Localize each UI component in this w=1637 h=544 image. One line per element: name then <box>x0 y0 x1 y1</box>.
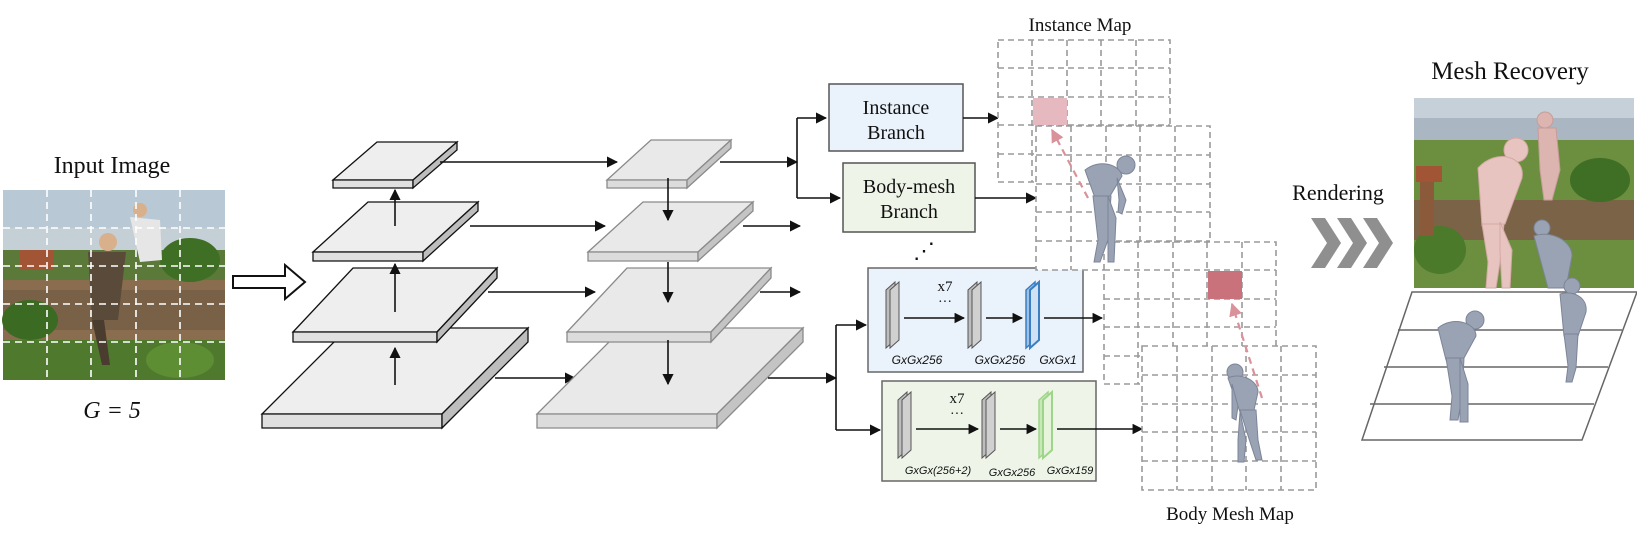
lateral-arrows <box>440 156 619 384</box>
mesh-head-detail: x7 ··· GxGx(256+2) GxGx256 GxGx159 <box>881 380 1144 482</box>
rendered-human-pink <box>1477 137 1529 289</box>
human-mesh-figure-2 <box>1226 363 1263 463</box>
bodymesh-branch-box: Body-mesh Branch <box>842 162 976 233</box>
instance-head-feature-mid <box>967 280 982 350</box>
backbone-pyramid <box>260 140 530 430</box>
instance-map-title: Instance Map <box>1029 15 1132 36</box>
fpn-pyramid <box>535 138 805 430</box>
rendered-human-pink-2 <box>1536 111 1561 201</box>
instance-map-highlight-cell <box>1033 98 1067 125</box>
body-mesh-map-highlight-cell <box>1208 271 1242 299</box>
mesh-head-out-label: GxGx159 <box>1047 465 1093 477</box>
mesh-recovery-ground <box>1360 277 1637 441</box>
mesh-recovery-title: Mesh Recovery <box>1431 58 1589 85</box>
ground-human-1 <box>1437 310 1485 423</box>
instance-map-link-arrow <box>1051 128 1089 199</box>
instance-head-out-label: GxGx1 <box>1039 353 1076 367</box>
instance-head-mid-label: GxGx256 <box>975 353 1026 367</box>
mesh-head-dots: ··· <box>950 407 964 422</box>
instance-head-repeat: x7 <box>938 279 954 295</box>
input-image-title: Input Image <box>54 153 171 179</box>
ground-human-2 <box>1559 277 1587 383</box>
fpn-level-3 <box>586 200 755 263</box>
grid-size-label: G = 5 <box>83 398 141 424</box>
mesh-head-feature-out <box>1038 389 1053 461</box>
mesh-head-mid-label: GxGx256 <box>989 467 1036 479</box>
fpn-level-4 <box>605 138 733 190</box>
input-grid <box>3 190 225 380</box>
instance-head-in-label: GxGx256 <box>892 353 943 367</box>
branch-ellipsis: ⋰ <box>913 238 935 263</box>
backbone-level-3 <box>311 200 480 263</box>
backbone-level-4 <box>331 140 459 190</box>
rendering-label: Rendering <box>1292 180 1384 205</box>
body-mesh-map-link-arrow <box>1229 302 1264 399</box>
mesh-recovery-photo <box>1414 98 1634 289</box>
instance-head-detail: x7 ··· GxGx256 GxGx256 GxGx1 <box>867 267 1104 373</box>
human-mesh-figure-1 <box>1084 155 1136 263</box>
body-mesh-map-grids <box>1103 241 1317 491</box>
instance-branch-line1: Instance <box>863 97 930 119</box>
input-photo <box>2 190 225 380</box>
mesh-head-feature-in <box>897 390 912 460</box>
rendering-chevrons-icon <box>1311 218 1393 268</box>
instance-head-feature-in <box>885 280 900 350</box>
fpn-level-1 <box>535 326 805 430</box>
instance-branch-line2: Branch <box>867 122 925 144</box>
hollow-arrow-icon <box>232 262 307 302</box>
mesh-head-in-label: GxGx(256+2) <box>905 465 972 477</box>
instance-head-feature-out <box>1025 279 1040 351</box>
bodymesh-branch-line1: Body-mesh <box>863 176 955 198</box>
mesh-head-feature-mid <box>981 390 996 460</box>
branch-to-map-arrows <box>963 112 1038 204</box>
instance-branch-box: Instance Branch <box>828 83 964 152</box>
instance-head-dots: ··· <box>938 295 952 310</box>
mesh-head-repeat: x7 <box>950 391 966 407</box>
fpn-output-arrows <box>720 112 882 436</box>
body-mesh-map-title: Body Mesh Map <box>1166 504 1294 525</box>
bodymesh-branch-line2: Branch <box>880 201 938 223</box>
